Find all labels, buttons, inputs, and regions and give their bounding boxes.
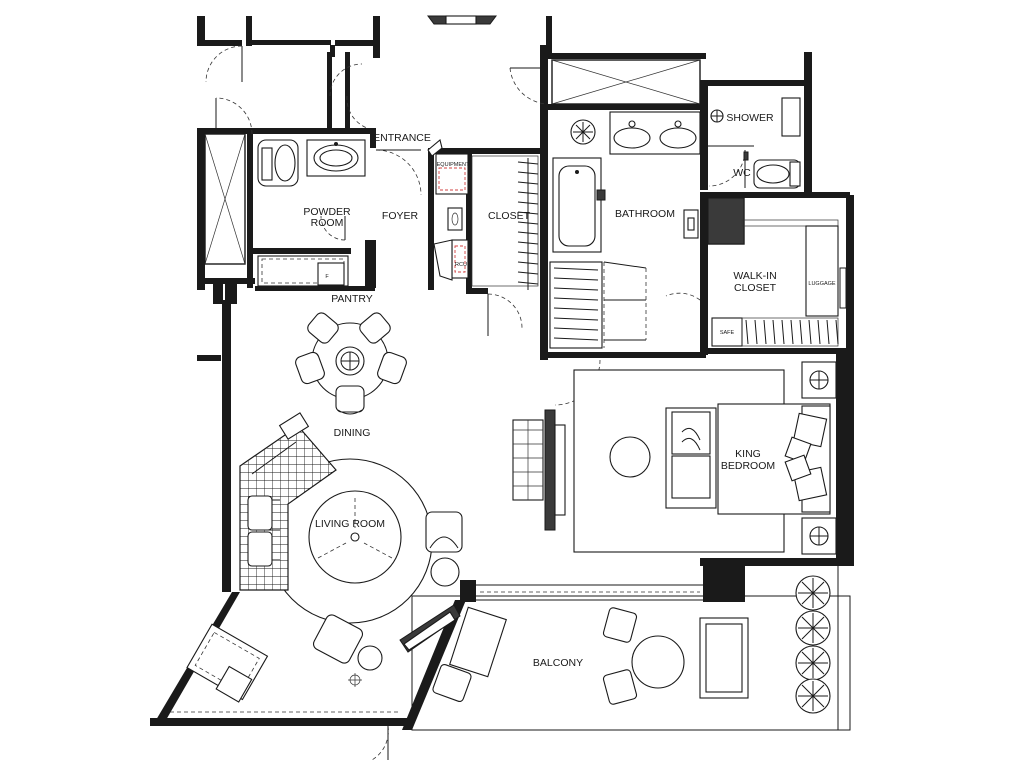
- balcony-furniture: [432, 575, 831, 714]
- label-balcony: BALCONY: [533, 657, 583, 669]
- label-rcu: RCU: [455, 262, 467, 268]
- foyer-equipment: [427, 139, 469, 281]
- label-living-room: LIVING ROOM: [315, 518, 385, 530]
- dining-table: [295, 312, 407, 415]
- label-powder-room-2: ROOM: [311, 217, 344, 229]
- doors: [205, 45, 746, 761]
- label-equipment: EQUIPMENT: [437, 162, 470, 168]
- label-luggage: LUGGAGE: [808, 281, 836, 287]
- room-labels: ENTRANCE POWDER ROOM FOYER CLOSET BATHRO…: [303, 112, 836, 669]
- label-fridge: F: [325, 274, 329, 280]
- label-king-bedroom-1: KING: [735, 448, 761, 460]
- label-king-bedroom-2: BEDROOM: [721, 460, 775, 472]
- bathroom-plant: [570, 119, 596, 145]
- label-shower: SHOWER: [726, 112, 774, 124]
- label-walk-in-closet-1: WALK-IN: [733, 270, 776, 282]
- bedroom-furniture: [512, 361, 837, 555]
- label-foyer: FOYER: [382, 210, 419, 222]
- balcony-planters: [795, 575, 831, 714]
- shower-wc: [708, 97, 801, 189]
- label-entrance: ENTRANCE: [373, 132, 431, 144]
- bathroom: [549, 59, 701, 349]
- living-room-furniture: [170, 412, 463, 713]
- label-powder-room-1: POWDER: [303, 206, 351, 218]
- powder-room: [257, 139, 366, 187]
- label-safe: SAFE: [720, 330, 735, 336]
- label-dining: DINING: [334, 427, 371, 439]
- label-pantry: PANTRY: [331, 293, 373, 305]
- foyer-closet: [471, 155, 539, 290]
- entrance-marker: [427, 15, 497, 25]
- label-closet: CLOSET: [488, 210, 531, 222]
- label-wc: WC: [733, 167, 751, 179]
- label-bathroom: BATHROOM: [615, 208, 675, 220]
- pantry-counter: [257, 255, 349, 287]
- walk-in-closet: [707, 197, 847, 347]
- walls: [150, 16, 854, 731]
- label-walk-in-closet-2: CLOSET: [734, 282, 777, 294]
